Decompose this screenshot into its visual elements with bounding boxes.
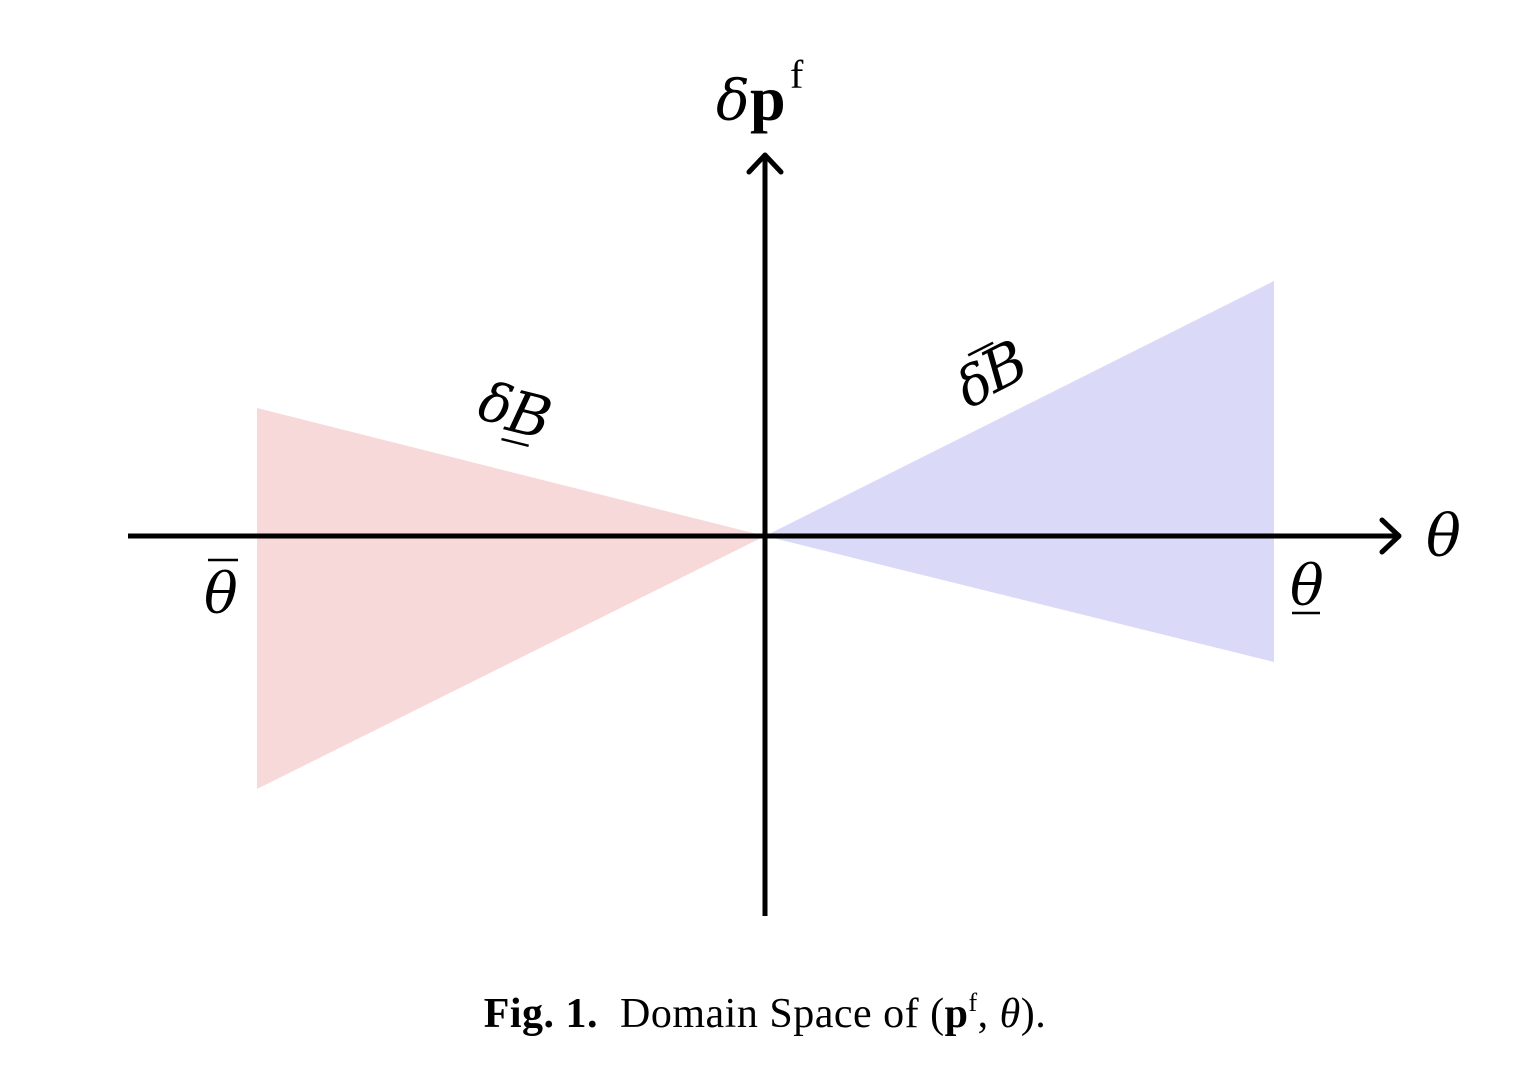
svg-text:δ: δ [716,69,750,134]
red-region-label: δ B [473,370,559,454]
caption-italic-symbol: θ [999,991,1021,1037]
theta-lower-bound-label: θ [1290,554,1324,619]
caption-bold-symbol: p [944,991,969,1037]
blue-region [765,281,1274,662]
caption-text-prefix: Domain Space of ( [620,991,945,1037]
svg-text:p: p [750,63,786,134]
theta-upper-bound-label: θ [204,558,238,627]
y-axis-arrowhead [746,152,784,175]
x-axis-arrowhead [1379,517,1402,555]
caption-separator: , [977,991,1000,1037]
svg-text:θ: θ [1290,554,1324,619]
figure-caption: Fig. 1. Domain Space of (pf, θ). [0,990,1530,1038]
caption-label: Fig. 1. [483,991,599,1037]
y-axis-label: δ p f [716,52,804,134]
svg-text:θ: θ [204,562,238,627]
red-region [257,408,765,789]
x-axis-label: θ [1426,502,1461,570]
svg-text:f: f [790,52,804,97]
caption-superscript: f [968,988,978,1017]
domain-space-diagram: δ p f θ δ B δ B θ θ [128,52,1461,916]
caption-text-suffix: ). [1020,991,1047,1037]
